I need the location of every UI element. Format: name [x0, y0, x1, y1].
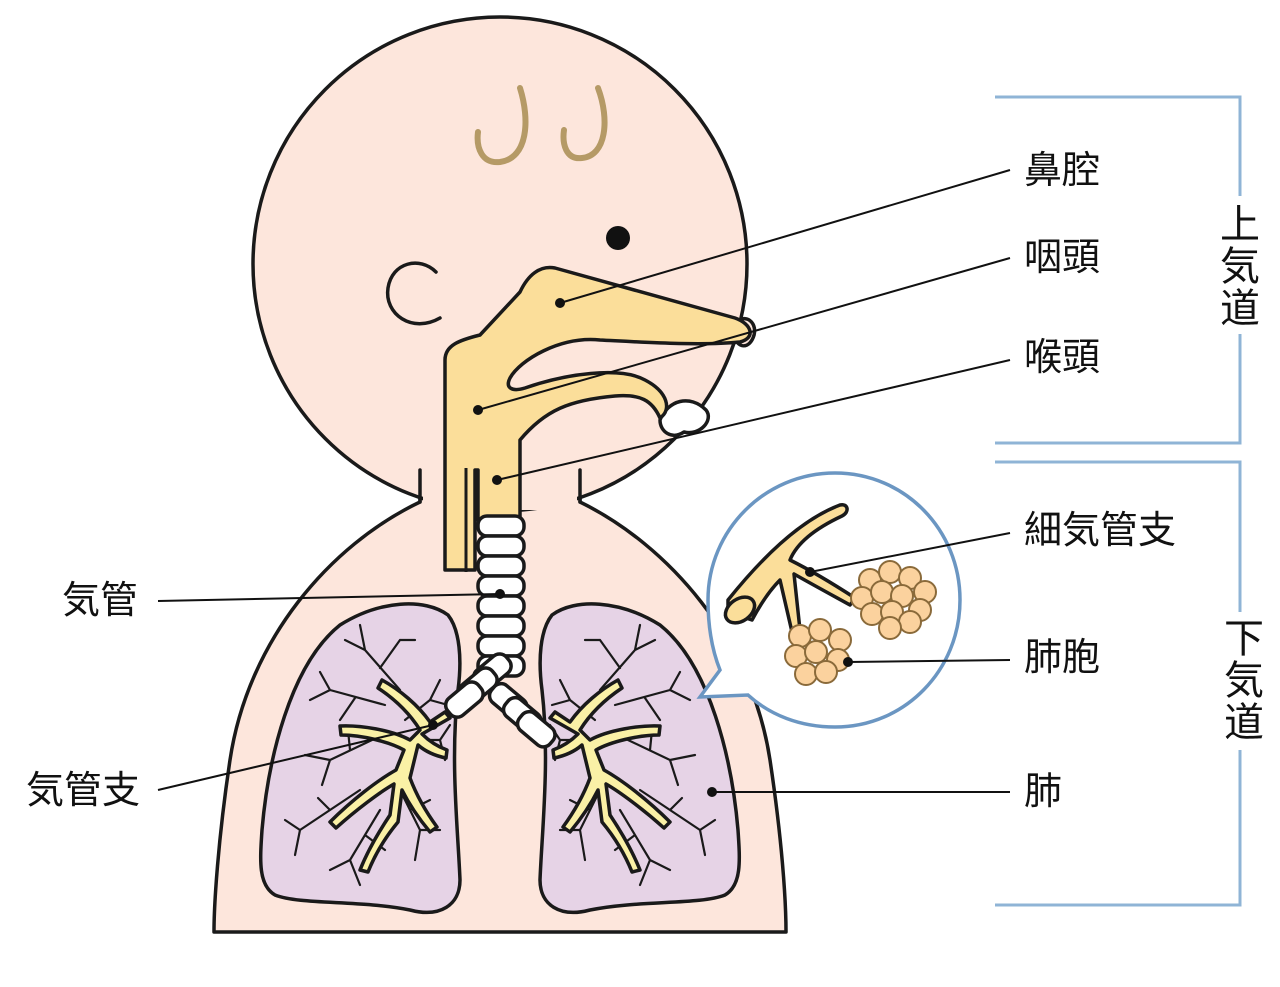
- trachea-ring: [476, 514, 526, 538]
- lower-airway-char: 気: [1224, 658, 1264, 704]
- upper-airway-char: 気: [1220, 244, 1260, 290]
- upper-airway-char: 上: [1220, 202, 1260, 248]
- label-bronchiole: 細気管支: [1024, 508, 1176, 552]
- bronchus-ring: [443, 680, 485, 719]
- trachea-ring: [476, 614, 526, 638]
- dot-nasal-cavity: [555, 298, 565, 308]
- left-lung: [258, 602, 462, 915]
- dot-lung: [707, 787, 717, 797]
- leader-alveolus: [847, 659, 1011, 663]
- ear: [385, 261, 442, 326]
- trachea-ring: [476, 534, 526, 558]
- leader-larynx: [496, 359, 1011, 481]
- leader-bronchiole: [809, 532, 1011, 573]
- trachea: [476, 514, 526, 678]
- upper-airway-char: 道: [1220, 286, 1260, 332]
- dot-pharynx: [473, 405, 483, 415]
- lower-airway-char: 道: [1224, 700, 1264, 746]
- trachea-ring: [476, 594, 526, 618]
- bronchiole-opening: [723, 595, 757, 625]
- hair-strand-right: [560, 85, 608, 162]
- lower-label-gap: [1220, 612, 1260, 750]
- leader-bronchus: [157, 724, 434, 791]
- hair-strand-left: [474, 85, 529, 166]
- label-bronchus: 気管支: [26, 768, 140, 812]
- alveoli-cluster-upper: [850, 560, 937, 640]
- trachea-ring: [476, 554, 526, 578]
- upper-label-gap: [1220, 196, 1260, 334]
- leader-pharynx: [477, 257, 1011, 411]
- label-pharynx: 咽頭: [1024, 235, 1100, 279]
- upper-airway-label: 上 気 道: [1220, 202, 1260, 332]
- dot-bronchus: [428, 720, 438, 730]
- bronchus-ring: [515, 709, 557, 749]
- label-trachea: 気管: [62, 578, 138, 622]
- right-bronchus: [548, 678, 672, 874]
- label-larynx: 喉頭: [1024, 335, 1100, 379]
- zoom-callout: [696, 471, 962, 729]
- lower-airway-char: 下: [1224, 616, 1264, 662]
- left-bronchial-twigs: [283, 623, 452, 887]
- lower-airway-label: 下 気 道: [1224, 616, 1264, 746]
- label-alveolus: 肺胞: [1024, 635, 1100, 679]
- leader-nasal-cavity: [559, 169, 1011, 304]
- mouth-notch: [658, 399, 710, 437]
- label-lung: 肺: [1024, 769, 1062, 813]
- dot-larynx: [492, 475, 502, 485]
- eye: [606, 226, 630, 250]
- label-nasal-cavity: 鼻腔: [1024, 148, 1100, 192]
- dot-alveolus: [843, 657, 853, 667]
- dot-bronchiole: [805, 567, 815, 577]
- right-main-bronchus-rings: [487, 681, 557, 749]
- dot-trachea: [495, 589, 505, 599]
- leader-trachea: [157, 593, 501, 602]
- bronchiole-tube: [726, 502, 857, 634]
- alveoli-cluster-lower: [784, 618, 852, 686]
- right-lung: [538, 602, 742, 915]
- upper-airway: [443, 265, 752, 572]
- left-main-bronchus-rings: [443, 652, 513, 719]
